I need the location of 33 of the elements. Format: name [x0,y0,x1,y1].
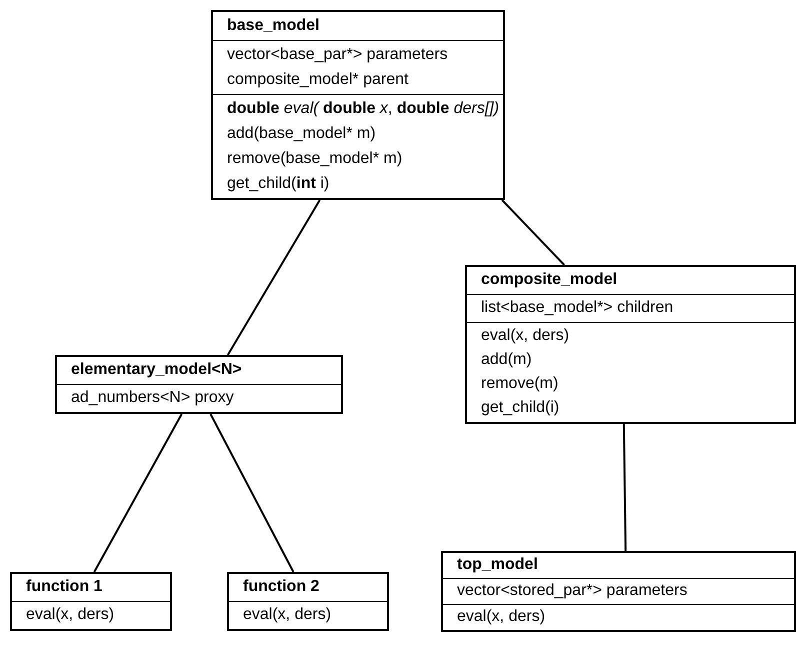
method-text: double eval( double x, double ders[]) [226,99,500,119]
attribute-text: eval(x, ders) [25,605,116,625]
class-box [211,10,505,200]
class-name: function 2 [242,577,320,597]
class-box [441,551,796,632]
class-name: top_model [456,555,539,575]
class-name: composite_model [480,270,618,290]
method-text: get_child(i) [480,398,560,418]
method-text: eval(x, ders) [480,326,570,346]
attribute-text: ad_numbers<N> proxy [70,388,235,408]
connector-line [226,199,321,356]
class-box [465,265,796,424]
connector-line [210,414,294,572]
connector-line [622,424,627,552]
class-name: function 1 [25,577,104,597]
method-text: add(m) [480,350,533,370]
attribute-text: composite_model* parent [226,70,410,90]
attribute-text: eval(x, ders) [242,605,332,625]
class-box [227,572,389,631]
connector-line [501,199,566,266]
class-name: base_model [226,16,320,36]
method-text: get_child(int i) [226,174,330,194]
method-text: add(base_model* m) [226,124,377,144]
method-text: remove(m) [480,374,560,394]
connector-line [93,414,183,572]
class-box [55,355,343,414]
attribute-text: vector<base_par*> parameters [226,45,449,65]
class-box [10,572,172,631]
attribute-text: vector<stored_par*> parameters [456,581,688,601]
method-text: eval(x, ders) [456,607,546,627]
method-text: remove(base_model* m) [226,149,404,169]
class-name: elementary_model<N> [70,360,243,380]
attribute-text: list<base_model*> children [480,298,674,318]
